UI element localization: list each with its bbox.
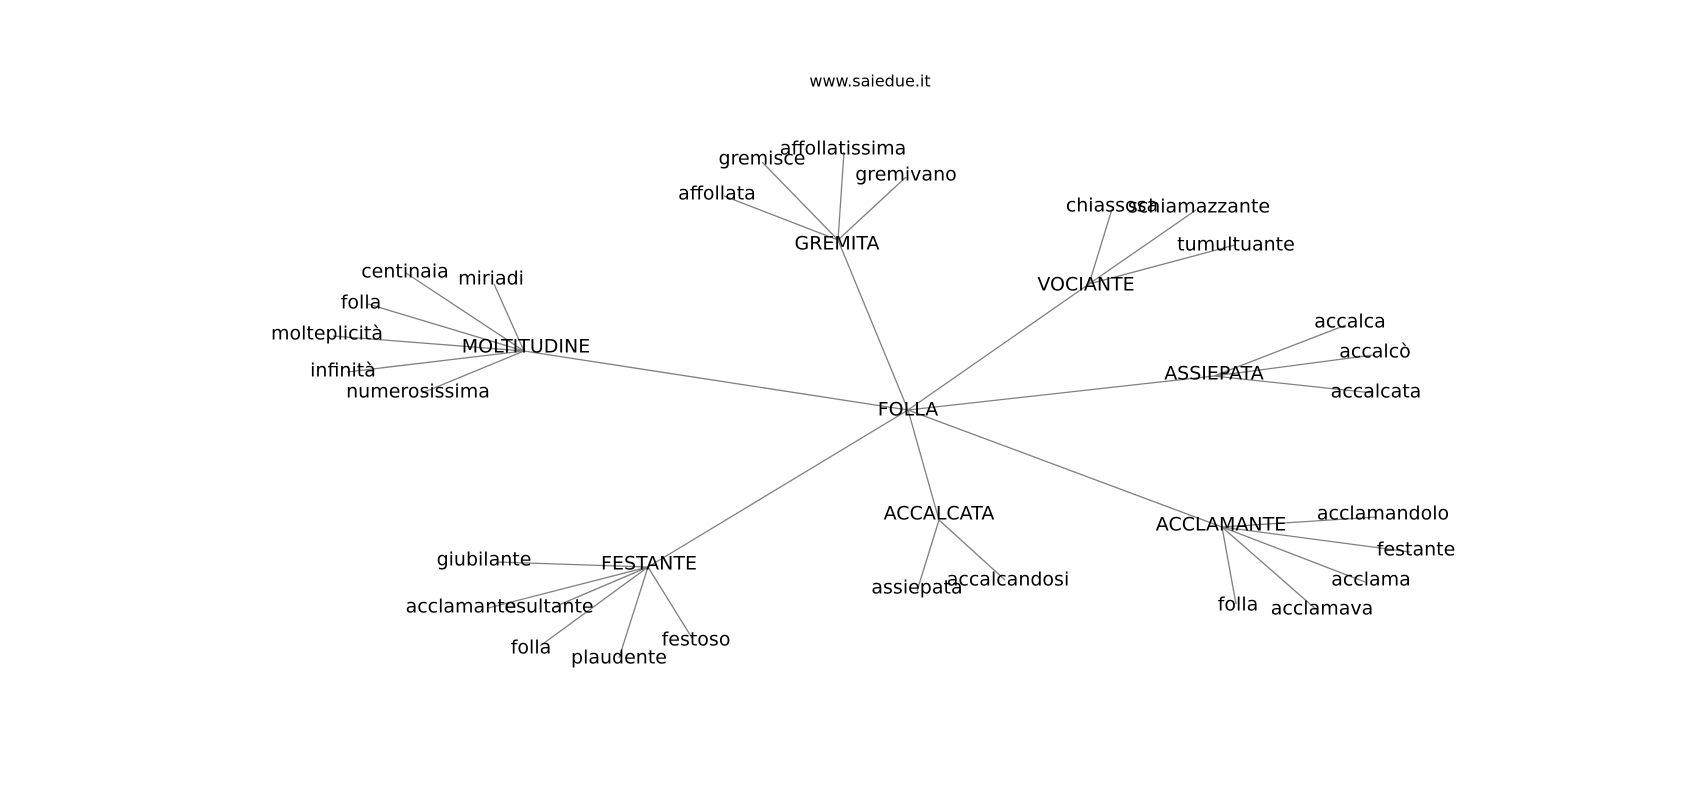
node-hub-moltitudine: MOLTITUDINE	[462, 336, 591, 358]
node-leaf-vociante-schiamazzante: schiamazzante	[1128, 196, 1270, 218]
edge-festante-festoso	[647, 566, 693, 639]
node-leaf-vociante-chiassosa: chiassosa	[1066, 195, 1158, 217]
edge-assiepata-accalcata	[1213, 375, 1374, 394]
edge-gremita-affollata	[723, 195, 839, 241]
node-leaf-festante-esultante: esultante	[504, 596, 593, 618]
edge-gremita-gremisce	[761, 161, 839, 241]
node-leaf-moltitudine-centinaia: centinaia	[361, 261, 449, 283]
node-leaf-acclamante-acclamava: acclamava	[1271, 598, 1374, 620]
edge-gremita-affollatissima	[837, 151, 845, 241]
node-leaf-moltitudine-infinita: infinità	[310, 360, 376, 382]
node-hub-acclamante: ACCLAMANTE	[1156, 514, 1286, 536]
node-hub-vociante: VOCIANTE	[1037, 274, 1134, 296]
node-leaf-festante-folla: folla	[511, 637, 552, 659]
edge-vociante-tumultuante	[1088, 244, 1236, 285]
edge-moltitudine-numerosissima	[421, 350, 525, 394]
edge-moltitudine-molteplicita	[332, 335, 525, 352]
node-leaf-vociante-tumultuante: tumultuante	[1177, 234, 1295, 256]
edge-festante-esultante	[553, 566, 649, 608]
edge-festante-plaudente	[618, 566, 649, 659]
edges-layer	[332, 151, 1411, 659]
node-leaf-gremita-gremivano: gremivano	[855, 164, 957, 186]
edge-assiepata-accalca	[1213, 324, 1347, 377]
node-leaf-assiepata-accalca: accalca	[1314, 311, 1386, 333]
node-leaf-moltitudine-miriadi: miriadi	[458, 268, 524, 290]
edge-center-assiepata	[907, 375, 1215, 411]
edge-assiepata-accalco	[1213, 354, 1374, 377]
node-leaf-accalcata-accalcandosi: accalcandosi	[947, 569, 1069, 591]
edge-center-moltitudine	[523, 350, 909, 411]
edge-festante-folla	[539, 566, 649, 647]
node-leaf-gremita-affollata: affollata	[678, 183, 756, 205]
site-label: www.saiedue.it	[809, 72, 930, 91]
edge-festante-acclamante	[487, 566, 649, 609]
edge-acclamante-acclamandolo	[1221, 516, 1378, 528]
node-leaf-gremita-affollatissima: affollatissima	[780, 138, 907, 160]
edge-moltitudine-miriadi	[493, 283, 525, 352]
node-leaf-moltitudine-numerosissima: numerosissima	[346, 381, 490, 403]
edge-center-gremita	[837, 239, 909, 411]
node-leaf-festante-plaudente: plaudente	[571, 647, 667, 669]
node-leaf-accalcata-assiepata: assiepata	[871, 577, 962, 599]
edge-accalcata-accalcandosi	[938, 519, 1006, 581]
edge-accalcata-assiepata	[916, 519, 940, 592]
edge-festante-giubilante	[496, 561, 649, 568]
edge-moltitudine-centinaia	[405, 272, 525, 352]
node-hub-gremita: GREMITA	[794, 233, 879, 255]
edge-center-accalcata	[907, 409, 940, 521]
edge-moltitudine-infinita	[346, 350, 525, 373]
node-leaf-acclamante-folla: folla	[1218, 594, 1259, 616]
node-leaf-acclamante-acclamandolo: acclamandolo	[1317, 503, 1449, 525]
node-leaf-assiepata-accalco: accalcò	[1339, 341, 1411, 363]
node-leaf-acclamante-festante: festante	[1377, 539, 1456, 561]
labels-layer: www.saiedue.it FOLLA MOLTITUDINE centinaia…	[271, 72, 1455, 669]
edge-moltitudine-folla	[367, 303, 525, 352]
edge-acclamante-acclamava	[1221, 526, 1319, 612]
node-leaf-moltitudine-folla: folla	[341, 292, 382, 314]
edge-vociante-schiamazzante	[1088, 209, 1197, 285]
node-hub-accalcata: ACCALCATA	[884, 503, 995, 525]
node-center-folla: FOLLA	[878, 399, 939, 421]
edge-acclamante-folla	[1221, 526, 1237, 605]
node-leaf-gremita-gremisce: gremisce	[719, 148, 806, 170]
edge-center-vociante	[907, 283, 1090, 411]
node-leaf-festante-festoso: festoso	[662, 629, 731, 651]
edge-acclamante-festante	[1221, 526, 1411, 553]
node-leaf-moltitudine-molteplicita: molteplicità	[271, 323, 383, 345]
edge-center-festante	[647, 409, 909, 568]
edge-acclamante-acclama	[1221, 526, 1366, 583]
edge-center-acclamante	[907, 409, 1223, 528]
node-hub-festante: FESTANTE	[601, 553, 697, 575]
node-leaf-festante-acclamante: acclamante	[406, 596, 517, 618]
edge-gremita-gremivano	[837, 176, 907, 241]
node-leaf-assiepata-accalcata: accalcata	[1331, 381, 1422, 403]
node-leaf-acclamante-acclama: acclama	[1331, 569, 1411, 591]
node-leaf-festante-giubilante: giubilante	[437, 549, 532, 571]
node-hub-assiepata: ASSIEPATA	[1164, 363, 1264, 385]
edge-vociante-chiassosa	[1088, 208, 1113, 285]
